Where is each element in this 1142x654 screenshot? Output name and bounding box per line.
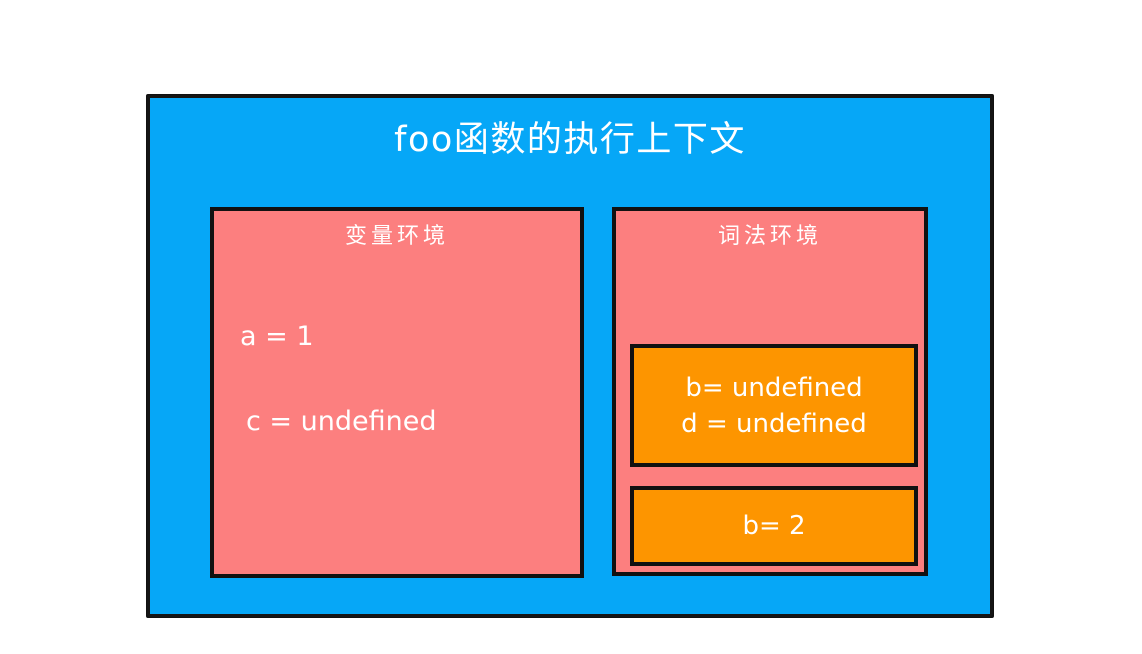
lexical-binding-box-uninitialized: b= undefined d = undefined (630, 344, 918, 467)
lexical-binding-b-undefined: b= undefined (685, 372, 863, 403)
lexical-binding-d-undefined: d = undefined (681, 408, 867, 439)
variable-environment-panel: 变量环境 a = 1 c = undefined (210, 207, 584, 578)
variable-environment-title: 变量环境 (344, 224, 449, 249)
variable-entry-a: a = 1 (240, 321, 314, 352)
execution-context-title: foo函数的执行上下文 (394, 120, 746, 160)
lexical-environment-title: 词法环境 (717, 224, 822, 249)
lexical-environment-panel: 词法环境 b= undefined d = undefined b= 2 (612, 207, 928, 576)
lexical-binding-box-assigned: b= 2 (630, 486, 918, 566)
lexical-binding-b-assigned: b= 2 (742, 511, 806, 541)
execution-context-box: foo函数的执行上下文 变量环境 a = 1 c = undefined 词法环… (146, 94, 994, 618)
variable-entry-c: c = undefined (246, 406, 437, 437)
